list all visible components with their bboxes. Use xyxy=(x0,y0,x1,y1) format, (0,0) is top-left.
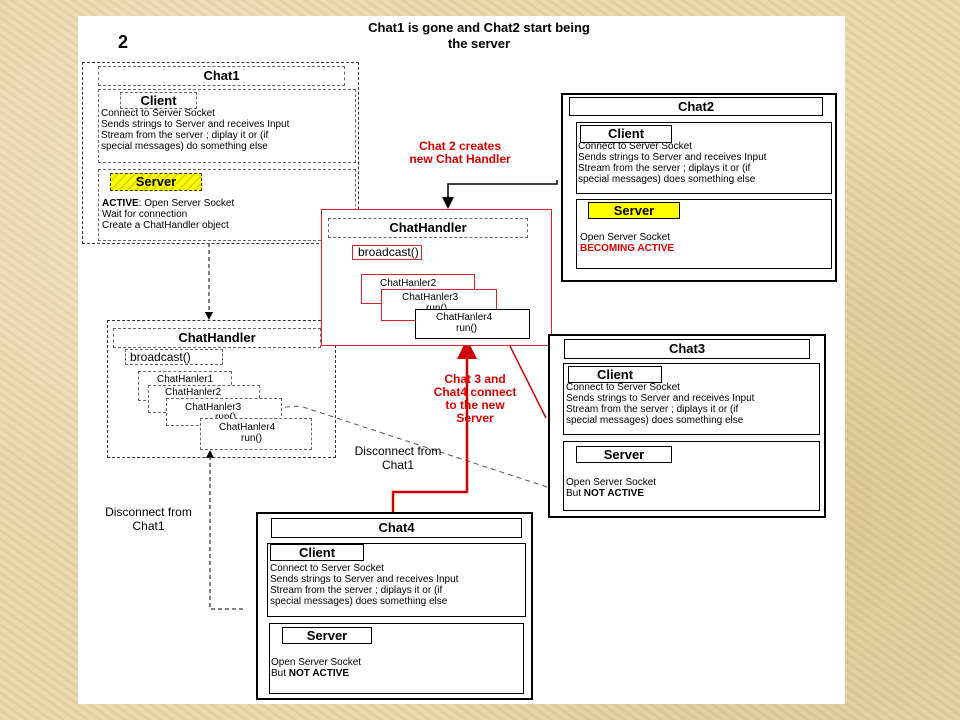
chat3-client-box xyxy=(563,363,820,435)
chat2-box xyxy=(561,93,837,282)
chat1-client-text: Connect to Server Socket Sends strings t… xyxy=(101,108,290,152)
slide-title-line1: Chat1 is gone and Chat2 start being xyxy=(368,20,590,35)
chat3-server-line1: Open Server Socket xyxy=(566,477,657,488)
new-handler4-box: ChatHanler4 run() xyxy=(415,309,530,339)
old-broadcast-method: broadcast() xyxy=(130,350,191,364)
chat1-server-line1-rest: : Open Server Socket xyxy=(138,198,235,209)
chat1-server-line2: Wait for connection xyxy=(102,209,188,220)
chat3-client-text: Connect to Server Socket Sends strings t… xyxy=(566,382,755,426)
annotation-connect-line1: Chat 3 and xyxy=(444,372,506,386)
chat1-title-box: Chat1 xyxy=(98,66,345,86)
chat4-title-box: Chat4 xyxy=(271,518,522,538)
chat3-server-line2-pre: But xyxy=(566,488,584,499)
arrow-chat4-disconnect xyxy=(206,450,243,610)
chat3-server-label: Server xyxy=(603,447,645,462)
chat4-server-label: Server xyxy=(306,628,348,643)
chat4-server-not-active: NOT ACTIVE xyxy=(288,668,349,679)
old-handler1-label: ChatHanler1 xyxy=(157,374,214,385)
old-handler4-box: ChatHanler4 run() xyxy=(200,418,312,450)
new-handler4-label: ChatHanler4 xyxy=(436,312,493,323)
chat1-client-label: Client xyxy=(140,93,177,108)
annotation-creates-line2: new Chat Handler xyxy=(409,152,511,166)
new-broadcast-box: broadcast() xyxy=(352,245,422,260)
chat3-client-label-box: Client xyxy=(568,366,662,383)
slide-title-line2: the server xyxy=(447,36,511,51)
new-chathandler-title-box: ChatHandler xyxy=(328,218,528,238)
chat4-client-text: Connect to Server Socket Sends strings t… xyxy=(270,563,459,607)
new-handler3-run: run() xyxy=(426,303,447,314)
chat1-client-label-box: Client xyxy=(120,92,197,109)
annotation-connect-line3: to the new xyxy=(445,398,505,412)
chat1-server-box xyxy=(98,169,356,241)
chat2-client-text: Connect to Server Socket Sends strings t… xyxy=(578,141,767,185)
old-handler3-run: run() xyxy=(215,412,236,423)
chat4-server-line2-pre: But xyxy=(271,668,289,679)
chat2-server-label-box: Server xyxy=(588,202,680,219)
old-broadcast-box: broadcast() xyxy=(125,349,223,365)
chat3-client-label: Client xyxy=(596,367,634,382)
chat3-server-line2: But NOT ACTIVE xyxy=(566,488,644,499)
chat2-server-line2: BECOMING ACTIVE xyxy=(580,243,675,254)
annotation-disconnect-b-line2: Chat1 xyxy=(132,519,165,533)
chat1-client-box xyxy=(98,89,356,163)
chat4-server-line2: But NOT ACTIVE xyxy=(271,668,349,679)
new-handler4-run: run() xyxy=(456,323,478,334)
chat3-server-box xyxy=(563,441,820,511)
chat4-client-label-box: Client xyxy=(270,544,364,561)
chat2-client-box xyxy=(576,122,832,194)
chat2-title: Chat2 xyxy=(677,99,715,114)
chat1-title: Chat1 xyxy=(203,68,240,83)
annotation-connect-line4: Server xyxy=(456,411,494,425)
chat3-title: Chat3 xyxy=(668,341,706,356)
chat3-server-label-box: Server xyxy=(576,446,672,463)
old-chathandler-title: ChatHandler xyxy=(178,330,256,345)
chat1-server-line1: ACTIVE: Open Server Socket xyxy=(102,198,234,209)
chat3-server-not-active: NOT ACTIVE xyxy=(583,488,644,499)
old-handler3-label: ChatHanler3 xyxy=(185,402,242,413)
chat3-title-box: Chat3 xyxy=(564,339,810,359)
annotation-disconnect-b-line1: Disconnect from xyxy=(105,505,192,519)
arrow-chat4-to-new-handler xyxy=(391,339,477,512)
chat4-server-label-box: Server xyxy=(282,627,372,644)
annotation-connect-line2: Chat4 connect xyxy=(433,385,517,399)
chat4-server-line1: Open Server Socket xyxy=(271,657,362,668)
old-chathandler-box xyxy=(107,320,336,458)
chat2-server-box xyxy=(576,199,832,269)
chat3-box xyxy=(548,334,826,518)
chat1-server-label: Server xyxy=(135,174,177,189)
chat4-title: Chat4 xyxy=(378,520,415,535)
chat2-server-line1: Open Server Socket xyxy=(580,232,671,243)
old-chathandler-title-box: ChatHandler xyxy=(113,328,321,348)
chat2-client-label-box: Client xyxy=(580,125,672,143)
chat4-client-box xyxy=(267,543,526,617)
chat1-server-active: ACTIVE xyxy=(102,198,139,209)
old-handler2-label: ChatHanler2 xyxy=(165,387,222,398)
chat4-client-label: Client xyxy=(298,545,336,560)
annotation-disconnect-a-line2: Chat1 xyxy=(381,458,415,472)
chat2-title-box: Chat2 xyxy=(569,97,823,116)
new-handler3-label: ChatHanler3 xyxy=(402,292,459,303)
annotation-disconnect-a-line1: Disconnect from xyxy=(354,444,442,458)
old-handler4-run: run() xyxy=(241,433,263,444)
chat1-box xyxy=(82,62,359,244)
new-handler2-label: ChatHanler2 xyxy=(380,278,437,289)
chat1-server-line3: Create a ChatHandler object xyxy=(102,220,229,231)
new-broadcast-method: broadcast() xyxy=(358,245,419,259)
chat4-server-box xyxy=(269,623,524,694)
chat2-server-label: Server xyxy=(613,203,655,218)
chat1-server-label-box: Server xyxy=(110,173,202,191)
chat2-client-label: Client xyxy=(607,126,645,141)
old-handler4-label: ChatHanler4 xyxy=(219,422,276,433)
slide-number: 2 xyxy=(118,32,129,52)
annotation-creates-line1: Chat 2 creates xyxy=(418,139,502,153)
arrow-chat2-to-handler xyxy=(442,180,558,209)
new-chathandler-title: ChatHandler xyxy=(389,220,467,235)
